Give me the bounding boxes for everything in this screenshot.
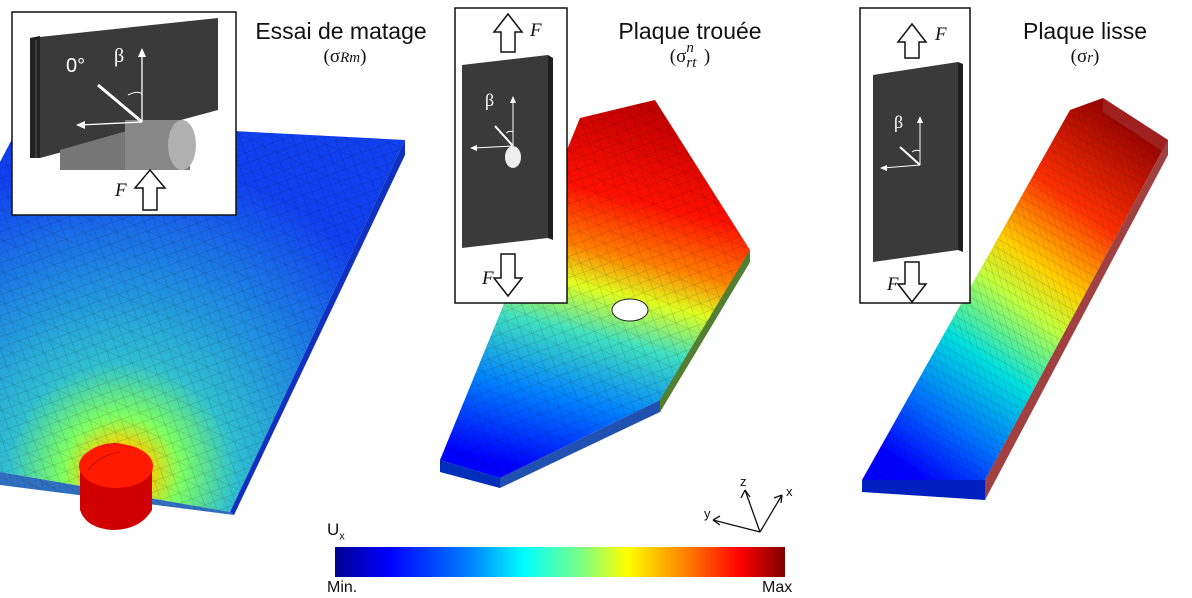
inset-trouee-drawing	[454, 7, 568, 304]
axes-triad	[712, 489, 783, 533]
axis-y-label: y	[704, 506, 711, 521]
hole	[611, 298, 649, 322]
title-trouee: Plaque trouée	[618, 18, 762, 44]
plate-trouee	[440, 100, 750, 488]
beta-label-trouee: β	[485, 90, 495, 110]
axis-x-label: x	[786, 484, 793, 499]
pin	[79, 443, 153, 530]
inset-lisse-drawing	[859, 7, 971, 304]
force-label-trouee-bottom: F	[482, 268, 494, 289]
beta-label-matage: β	[114, 45, 125, 67]
plate-lisse	[862, 98, 1168, 500]
force-label-lisse-bottom: F	[887, 274, 899, 295]
zero-angle-label: 0°	[66, 55, 86, 77]
title-lisse: Plaque lisse	[1022, 18, 1148, 44]
beta-label-lisse: β	[894, 112, 904, 132]
subtitle-trouee: (σrtn)	[669, 40, 711, 71]
colorbar-min-label: Min.	[327, 579, 358, 596]
subtitle-matage: (σRm)	[323, 46, 367, 67]
inset-matage-drawing	[11, 11, 237, 216]
axis-z-label: z	[740, 474, 747, 489]
colorbar	[335, 547, 785, 577]
subtitle-lisse: (σr)	[1070, 46, 1100, 67]
colorbar-variable-label: Ux	[327, 520, 345, 543]
force-label-trouee-top: F	[530, 20, 542, 41]
plate-matage	[0, 120, 405, 530]
title-matage: Essai de matage	[255, 18, 427, 44]
force-label-matage: F	[115, 180, 127, 201]
colorbar-max-label: Max	[762, 579, 793, 596]
force-label-lisse-top: F	[935, 24, 947, 45]
